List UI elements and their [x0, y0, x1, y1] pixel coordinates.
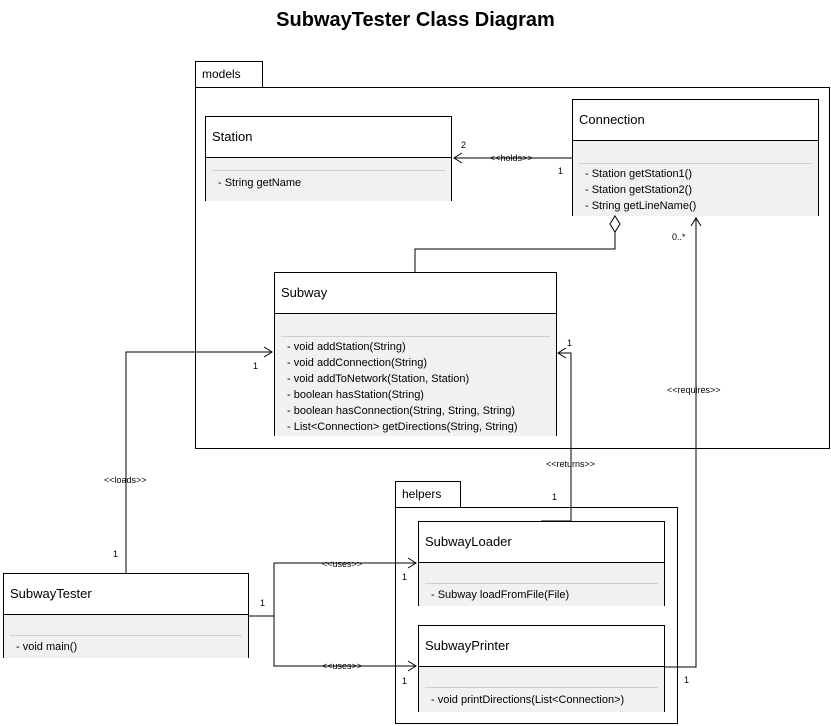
operation: - boolean hasStation(String): [287, 389, 424, 401]
operation: - String getLineName(): [585, 200, 697, 212]
class-subway-printer[interactable]: SubwayPrinter - void printDirections(Lis…: [418, 625, 665, 712]
operations-list: - void main(): [4, 636, 248, 659]
class-name: Connection: [573, 100, 818, 141]
attribute-compartment: [212, 158, 445, 171]
class-members: - void printDirections(List<Connection>): [419, 667, 664, 712]
operations-list: - void printDirections(List<Connection>): [419, 688, 664, 712]
operation: - void addConnection(String): [287, 357, 428, 369]
attribute-compartment: [579, 141, 812, 164]
class-name: SubwayPrinter: [419, 626, 664, 667]
class-members: - String getName: [206, 158, 451, 201]
class-subway-tester[interactable]: SubwayTester - void main(): [3, 573, 249, 658]
operation: - Subway loadFromFile(File): [431, 589, 570, 601]
uses-source-mult: 1: [260, 598, 265, 608]
class-station[interactable]: Station - String getName: [205, 116, 452, 201]
operation: - void printDirections(List<Connection>): [431, 694, 625, 706]
class-name: Subway: [275, 273, 556, 314]
class-subway[interactable]: Subway - void addStation(String) - void …: [274, 272, 557, 436]
class-connection[interactable]: Connection - Station getStation1() - Sta…: [572, 99, 819, 216]
operation: - void addStation(String): [287, 341, 406, 353]
uses-printer-label: <<uses>>: [322, 661, 362, 671]
loads-source-mult: 1: [113, 549, 118, 559]
operations-list: - String getName: [206, 171, 451, 195]
operations-list: - Subway loadFromFile(File): [419, 584, 664, 607]
returns-label: <<returns>>: [546, 459, 595, 469]
package-helpers-tab: helpers: [395, 481, 461, 508]
uses-loader-line: [249, 562, 416, 617]
returns-source-mult: 1: [552, 492, 557, 502]
operations-list: - Station getStation1() - Station getSta…: [573, 164, 818, 218]
operation: - Station getStation1(): [585, 168, 693, 180]
class-name: SubwayTester: [4, 574, 248, 615]
operations-list: - void addStation(String) - void addConn…: [275, 337, 556, 439]
class-name: Station: [206, 117, 451, 158]
attribute-compartment: [10, 615, 242, 636]
class-members: - Station getStation1() - Station getSta…: [573, 141, 818, 216]
attribute-compartment: [425, 563, 658, 584]
attribute-compartment: [281, 314, 550, 337]
operation: - Station getStation2(): [585, 184, 693, 196]
class-members: - Subway loadFromFile(File): [419, 563, 664, 606]
package-models-tab: models: [195, 61, 263, 88]
operation: - void addToNetwork(Station, Station): [287, 373, 470, 385]
class-name: SubwayLoader: [419, 522, 664, 563]
operation: - boolean hasConnection(String, String, …: [287, 405, 516, 417]
operation: - String getName: [218, 177, 302, 189]
diagram-title: SubwayTester Class Diagram: [276, 9, 555, 31]
attribute-compartment: [425, 667, 658, 688]
uses-loader-label: <<uses>>: [322, 559, 362, 569]
requires-source-mult: 1: [684, 675, 689, 685]
loads-label: <<loads>>: [104, 475, 147, 485]
class-members: - void addStation(String) - void addConn…: [275, 314, 556, 436]
operation: - void main(): [16, 641, 78, 653]
class-members: - void main(): [4, 615, 248, 658]
class-subway-loader[interactable]: SubwayLoader - Subway loadFromFile(File): [418, 521, 665, 606]
operation: - List<Connection> getDirections(String,…: [287, 421, 518, 433]
